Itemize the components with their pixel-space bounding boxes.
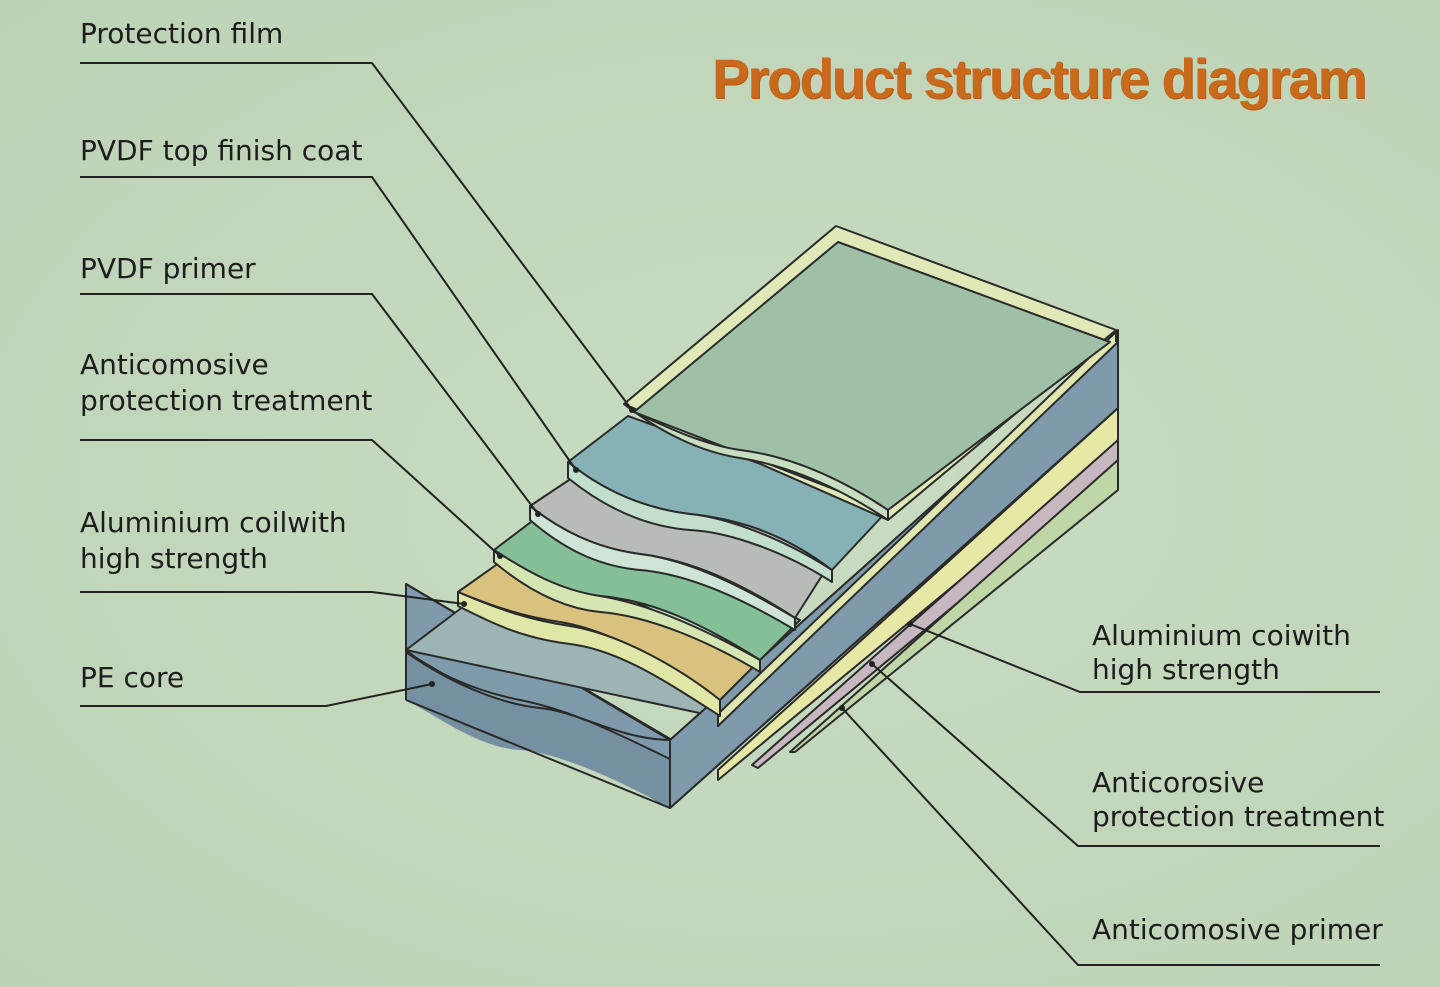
label-aluminium-coil-left-line2: high strength bbox=[80, 542, 268, 575]
label-anticorrosive-treatment-left-line2: protection treatment bbox=[80, 384, 373, 417]
right-leader-dots bbox=[839, 621, 913, 711]
label-anticorrosive-primer: Anticomosive primer bbox=[1092, 913, 1383, 946]
right-edge-stack bbox=[669, 329, 1119, 809]
protection-film-layer bbox=[623, 225, 1117, 521]
label-pe-core: PE core bbox=[80, 661, 185, 694]
label-aluminium-coil-right-line1: Aluminium coiwith bbox=[1092, 619, 1351, 652]
label-protection-film: Protection film bbox=[80, 17, 284, 50]
diagram-title: Product structure diagram bbox=[712, 47, 1367, 110]
left-leader-lines bbox=[80, 62, 633, 707]
label-aluminium-coil-left-line1: Aluminium coilwith bbox=[80, 506, 347, 539]
pvdf-top-finish-coat-layer bbox=[567, 415, 889, 583]
label-pvdf-top-finish-coat: PVDF top finish coat bbox=[80, 134, 363, 167]
right-leader-lines bbox=[841, 623, 1380, 966]
label-anticorrosive-treatment-right-line1: Anticorosive bbox=[1092, 766, 1265, 799]
label-pvdf-primer: PVDF primer bbox=[80, 252, 256, 285]
left-leader-dots bbox=[429, 407, 635, 687]
label-aluminium-coil-right-line2: high strength bbox=[1092, 653, 1280, 686]
label-anticorrosive-treatment-right-line2: protection treatment bbox=[1092, 800, 1385, 833]
label-anticorrosive-treatment-left-line1: Anticomosive bbox=[80, 348, 269, 381]
